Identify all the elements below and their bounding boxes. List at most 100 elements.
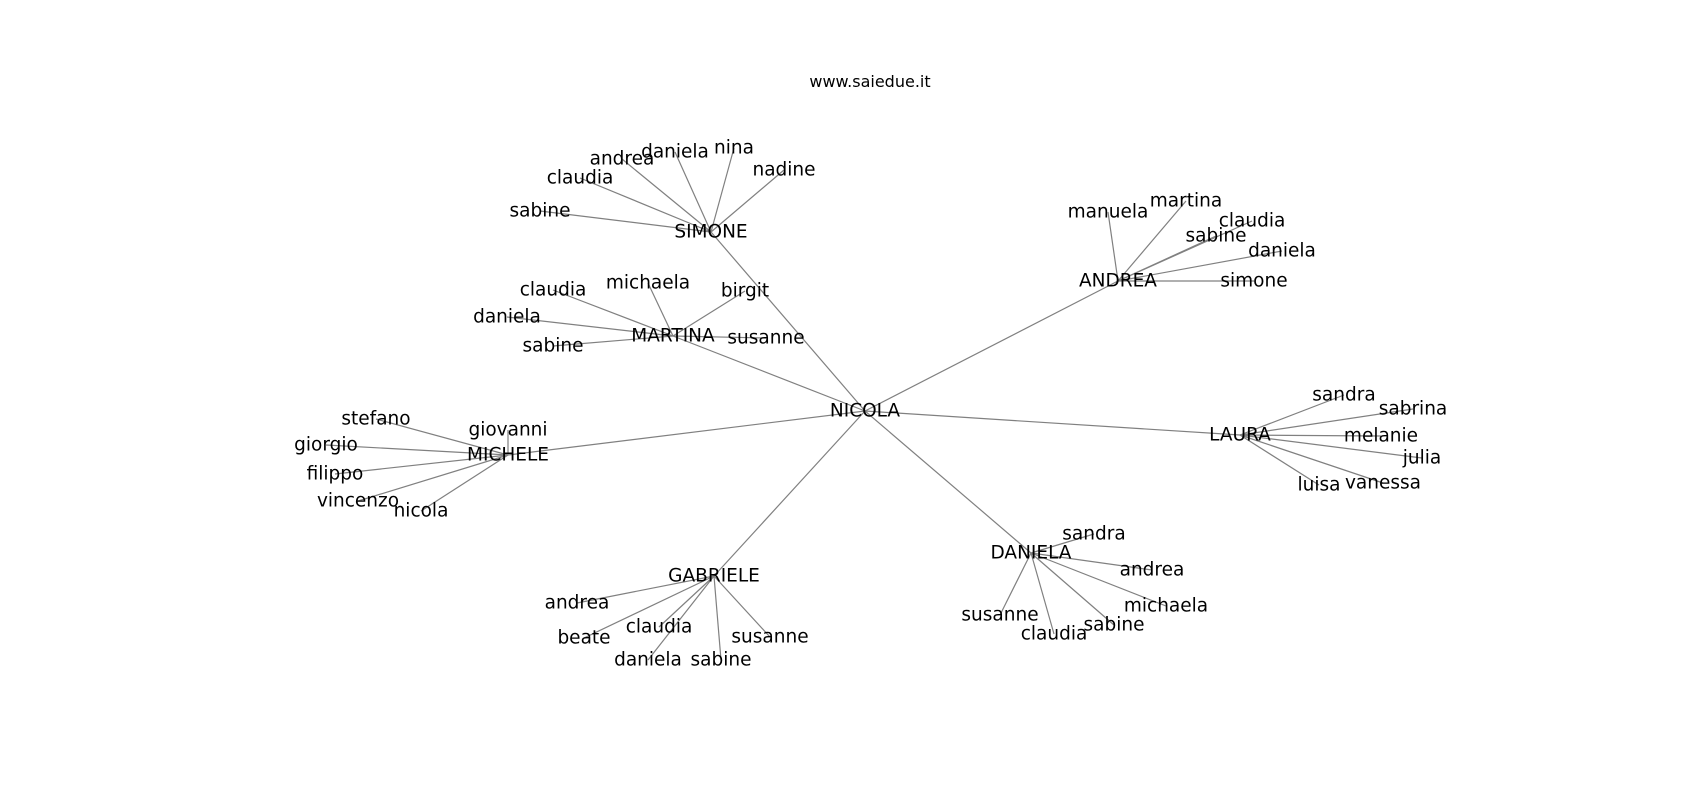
node-hub-laura: LAURA <box>1209 425 1271 446</box>
node-daniela-andrea: andrea <box>1120 560 1185 581</box>
edge-gabriele-sabine <box>713 575 722 661</box>
node-martina-michaela: michaela <box>606 273 690 294</box>
edge-gabriele-daniela <box>647 575 715 661</box>
edge-root-daniela <box>864 410 1032 554</box>
edge-gabriele-susanne <box>713 575 771 638</box>
node-simone-nina: nina <box>714 138 754 159</box>
edge-simone-sabine <box>539 210 712 233</box>
node-daniela-michaela: michaela <box>1124 596 1208 617</box>
edge-daniela-sandra <box>1030 533 1095 554</box>
edge-root-michele <box>507 410 866 456</box>
node-michele-nicola: nicola <box>394 501 449 522</box>
node-daniela-claudia: claudia <box>1021 624 1088 645</box>
edge-martina-sabine <box>552 335 674 347</box>
node-laura-sandra: sandra <box>1312 385 1375 406</box>
edge-daniela-andrea <box>1030 552 1153 571</box>
node-laura-vanessa: vanessa <box>1345 473 1421 494</box>
edge-laura-melanie <box>1239 434 1382 437</box>
edge-simone-claudia <box>579 177 712 233</box>
edge-andrea-daniela <box>1117 250 1283 282</box>
node-gabriele-claudia: claudia <box>626 617 693 638</box>
node-gabriele-daniela: daniela <box>614 650 682 671</box>
edge-michele-nicola <box>420 454 509 512</box>
node-hub-martina: MARTINA <box>631 326 715 347</box>
edge-root-martina <box>672 335 866 412</box>
node-martina-claudia: claudia <box>520 280 587 301</box>
node-simone-daniela: daniela <box>641 142 709 163</box>
node-laura-julia: julia <box>1402 448 1441 469</box>
node-gabriele-beate: beate <box>557 628 610 649</box>
edge-laura-luisa <box>1239 434 1320 486</box>
node-andrea-daniela: daniela <box>1248 241 1316 262</box>
edge-andrea-claudia <box>1117 220 1253 282</box>
edge-michele-giorgio <box>325 444 509 456</box>
edge-root-laura <box>864 410 1241 436</box>
edge-martina-daniela <box>506 316 674 337</box>
node-laura-luisa: luisa <box>1298 475 1341 496</box>
edge-simone-nadine <box>710 169 785 233</box>
node-andrea-sabine: sabine <box>1186 226 1247 247</box>
edge-martina-birgit <box>672 290 746 337</box>
edge-michele-stefano <box>375 418 509 456</box>
node-michele-filippo: filippo <box>307 464 364 485</box>
node-hub-andrea: ANDREA <box>1079 271 1157 292</box>
edge-andrea-manuela <box>1107 211 1119 282</box>
edge-martina-claudia <box>552 289 674 337</box>
edge-daniela-claudia <box>1030 552 1055 635</box>
node-laura-melanie: melanie <box>1344 426 1418 447</box>
node-hub-gabriele: GABRIELE <box>668 566 760 587</box>
node-root-label: NICOLA <box>830 401 901 422</box>
node-simone-claudia: claudia <box>547 168 614 189</box>
edge-layer <box>325 147 1423 661</box>
node-michele-giovanni: giovanni <box>468 420 547 441</box>
node-hub-daniela: DANIELA <box>991 543 1072 564</box>
edge-simone-nina <box>710 147 735 233</box>
node-andrea-simone: simone <box>1220 271 1287 292</box>
node-laura-sabrina: sabrina <box>1379 399 1448 420</box>
edge-daniela-sabine <box>1030 552 1115 626</box>
edge-gabriele-claudia <box>658 575 715 628</box>
node-martina-sabine: sabine <box>523 336 584 357</box>
edge-laura-sabrina <box>1239 408 1414 436</box>
edge-andrea-martina <box>1117 200 1187 282</box>
node-simone-andrea: andrea <box>590 149 655 170</box>
node-simone-nadine: nadine <box>752 160 815 181</box>
node-martina-birgit: birgit <box>721 281 769 302</box>
node-martina-daniela: daniela <box>473 307 541 328</box>
edge-simone-daniela <box>674 151 712 233</box>
edge-simone-andrea <box>621 158 712 233</box>
node-simone-sabine: sabine <box>510 201 571 222</box>
node-gabriele-susanne: susanne <box>731 627 808 648</box>
edge-daniela-michaela <box>1030 552 1167 607</box>
node-daniela-sandra: sandra <box>1062 524 1125 545</box>
node-martina-susanne: susanne <box>727 328 804 349</box>
edge-gabriele-beate <box>583 575 715 639</box>
edge-martina-susanne <box>672 335 767 339</box>
edge-gabriele-andrea <box>576 575 715 604</box>
diagram-title: www.saiedue.it <box>809 72 930 91</box>
edge-laura-julia <box>1239 434 1423 459</box>
node-andrea-claudia: claudia <box>1219 211 1286 232</box>
edge-laura-vanessa <box>1239 434 1384 484</box>
edge-michele-vincenzo <box>357 454 509 502</box>
node-hub-simone: SIMONE <box>674 222 747 243</box>
node-gabriele-andrea: andrea <box>545 593 610 614</box>
node-daniela-susanne: susanne <box>961 605 1038 626</box>
node-daniela-sabine: sabine <box>1084 615 1145 636</box>
edge-daniela-susanne <box>999 552 1032 616</box>
edge-root-simone <box>710 231 866 412</box>
node-michele-giorgio: giorgio <box>294 435 358 456</box>
node-andrea-manuela: manuela <box>1068 202 1149 223</box>
edge-root-andrea <box>864 280 1119 412</box>
node-hub-michele: MICHELE <box>467 445 549 466</box>
node-gabriele-sabine: sabine <box>691 650 752 671</box>
edge-laura-sandra <box>1239 394 1345 436</box>
node-michele-vincenzo: vincenzo <box>317 491 399 512</box>
node-andrea-martina: martina <box>1150 191 1222 212</box>
edge-michele-filippo <box>334 454 509 475</box>
edge-martina-michaela <box>647 282 674 337</box>
edge-root-gabriele <box>713 410 866 577</box>
